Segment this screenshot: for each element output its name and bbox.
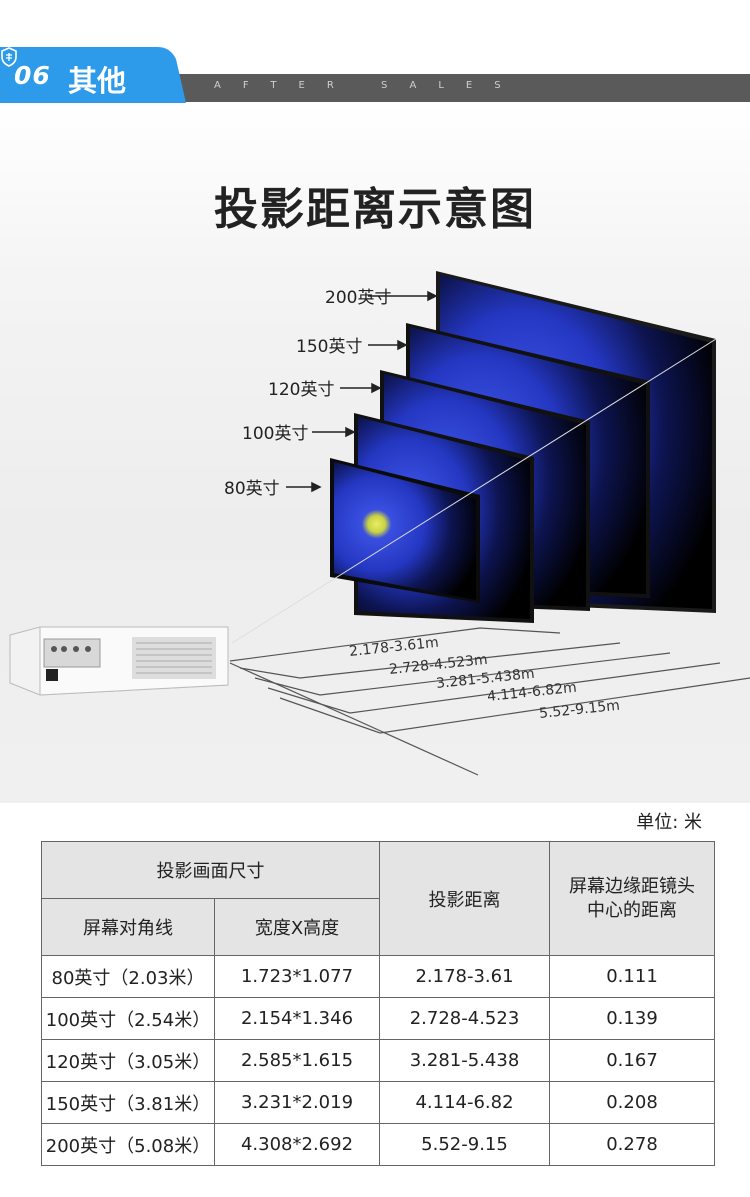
cell-diagonal: 150英寸（3.81米） <box>41 1081 215 1124</box>
projector <box>9 626 229 696</box>
cell-wh: 2.585*1.615 <box>214 1039 380 1082</box>
section-label: 其他 <box>68 64 127 98</box>
section-header: AFTER SALES 06 其他 <box>0 47 750 103</box>
size-label-120: 120英寸 <box>268 380 335 400</box>
header-wh-cell: 宽度X高度 <box>214 898 380 956</box>
projection-diagram <box>9 271 750 776</box>
cell-diagonal: 100英寸（2.54米） <box>41 997 215 1040</box>
cell-offset: 0.208 <box>549 1081 715 1124</box>
projection-ray <box>231 338 717 644</box>
header-distance-cell: 投影距离 <box>379 841 550 956</box>
section-number: 06 <box>14 61 51 90</box>
table-header-row: 投影画面尺寸 投影距离 屏幕边缘距镜头中心的距离 <box>41 841 715 956</box>
size-label-200: 200英寸 <box>325 288 392 308</box>
header-offset-text: 屏幕边缘距镜头中心的距离 <box>569 875 695 921</box>
cell-wh: 4.308*2.692 <box>214 1123 380 1166</box>
size-arrows <box>286 290 438 493</box>
cell-offset: 0.139 <box>549 997 715 1040</box>
table-row: 100英寸（2.54米） 2.154*1.346 2.728-4.523 0.1… <box>41 997 715 1040</box>
cell-offset: 0.278 <box>549 1123 715 1166</box>
header-tab-shape <box>0 47 186 103</box>
cell-distance: 2.178-3.61 <box>379 955 550 998</box>
page-title: 投影距离示意图 <box>214 184 536 235</box>
size-label-80: 80英寸 <box>224 479 280 499</box>
cell-distance: 2.728-4.523 <box>379 997 550 1040</box>
cell-distance: 5.52-9.15 <box>379 1123 550 1166</box>
size-label-150: 150英寸 <box>296 337 363 357</box>
size-label-100: 100英寸 <box>242 424 309 444</box>
header-tab: 06 其他 <box>0 47 186 103</box>
table-row: 80英寸（2.03米） 1.723*1.077 2.178-3.61 0.111 <box>41 955 715 998</box>
projection-spec-table: 投影画面尺寸 投影距离 屏幕边缘距镜头中心的距离 屏幕对角线 宽度X高度 80英… <box>41 841 715 1166</box>
shield-icon <box>1 47 17 67</box>
cell-diagonal: 120英寸（3.05米） <box>41 1039 215 1082</box>
table-subheader-row: 屏幕对角线 宽度X高度 <box>41 898 715 956</box>
cell-wh: 2.154*1.346 <box>214 997 380 1040</box>
cell-wh: 3.231*2.019 <box>214 1081 380 1124</box>
table-row: 150英寸（3.81米） 3.231*2.019 4.114-6.82 0.20… <box>41 1081 715 1124</box>
cell-offset: 0.111 <box>549 955 715 998</box>
unit-label: 单位: 米 <box>636 812 702 833</box>
distance-lines <box>229 627 750 776</box>
projection-diagram-section: 投影距离示意图 <box>0 103 750 803</box>
cell-offset: 0.167 <box>549 1039 715 1082</box>
header-group-cell: 投影画面尺寸 <box>41 841 380 899</box>
screen-80 <box>330 458 480 603</box>
cell-diagonal: 80英寸（2.03米） <box>41 955 215 998</box>
cell-diagonal: 200英寸（5.08米） <box>41 1123 215 1166</box>
cell-wh: 1.723*1.077 <box>214 955 380 998</box>
table-row: 200英寸（5.08米） 4.308*2.692 5.52-9.15 0.278 <box>41 1123 715 1166</box>
cell-distance: 4.114-6.82 <box>379 1081 550 1124</box>
header-subtitle: AFTER SALES <box>214 80 523 91</box>
table-row: 120英寸（3.05米） 2.585*1.615 3.281-5.438 0.1… <box>41 1039 715 1082</box>
header-bar <box>170 74 750 102</box>
cell-distance: 3.281-5.438 <box>379 1039 550 1082</box>
header-offset-cell: 屏幕边缘距镜头中心的距离 <box>549 841 715 956</box>
header-diagonal-cell: 屏幕对角线 <box>41 898 215 956</box>
